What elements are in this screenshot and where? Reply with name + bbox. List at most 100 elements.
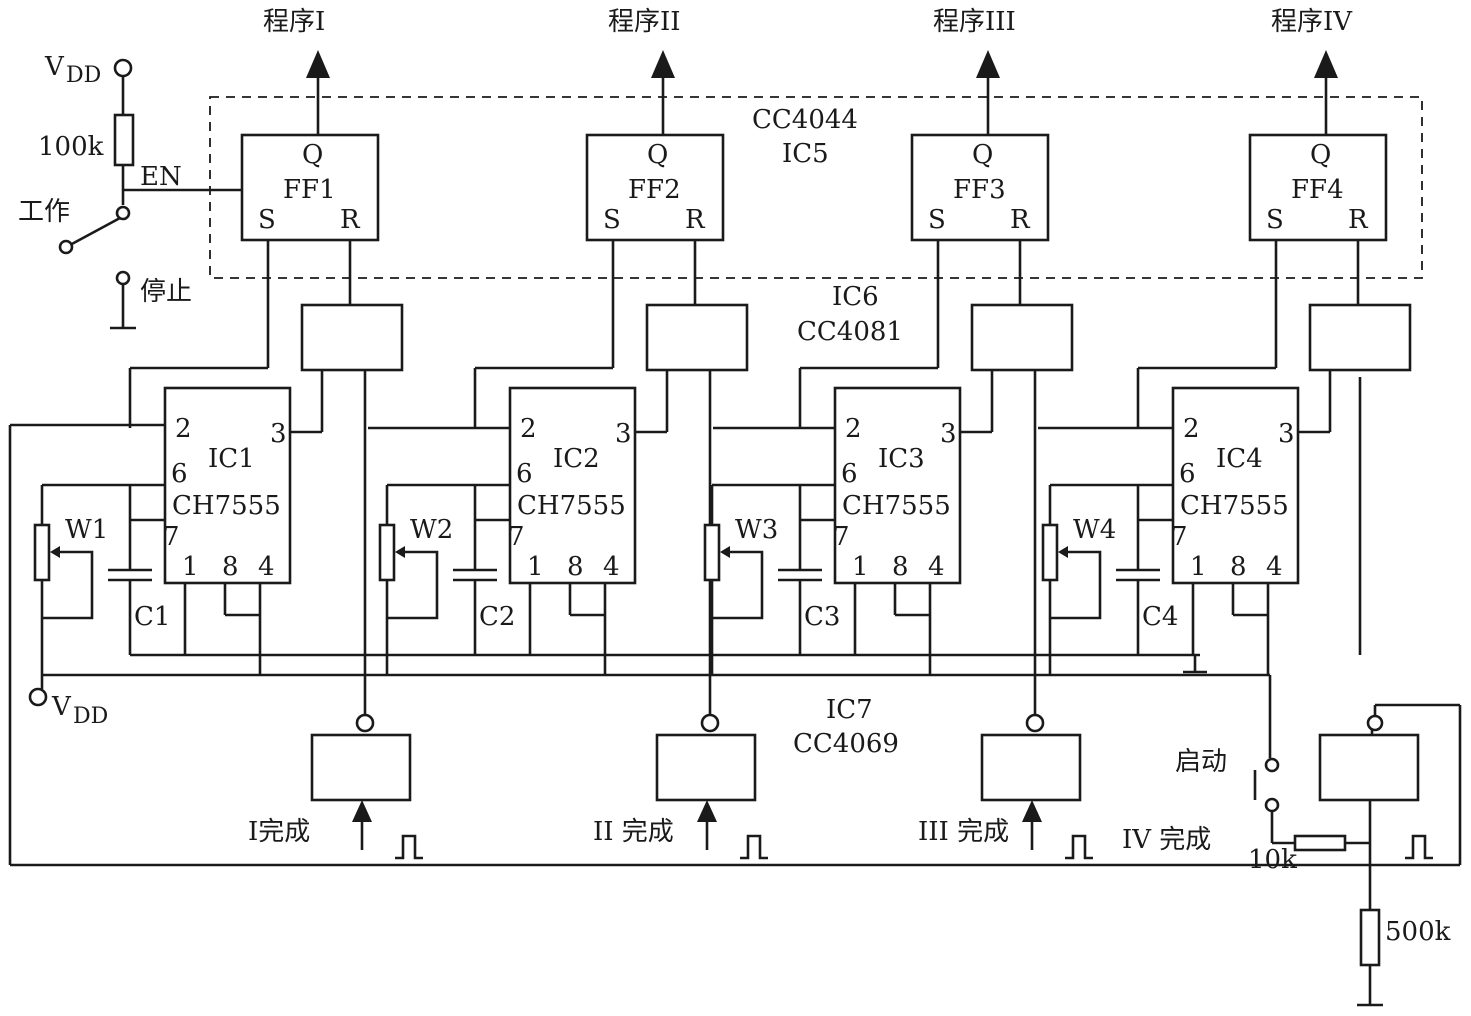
vdd-subscript: DD — [66, 63, 101, 88]
pin-q: Q — [302, 140, 323, 170]
inverter-bubble — [700, 713, 720, 733]
pin-2: 2 — [1183, 414, 1200, 444]
capacitor-label: C3 — [804, 602, 840, 632]
resistor-100k-label: 100k — [38, 132, 104, 162]
pulse-icon — [395, 834, 423, 860]
timer-part-label: CH7555 — [172, 491, 281, 521]
pin-6: 6 — [516, 459, 533, 489]
output-arrow-icon — [976, 50, 1000, 78]
ic7-part-label: CC4069 — [793, 729, 899, 759]
ic5-boundary — [209, 96, 1423, 279]
timer-1 — [163, 386, 292, 585]
vdd-terminal — [113, 58, 133, 78]
wiper-arrow-icon — [395, 546, 405, 558]
done-label: II 完成 — [593, 817, 674, 847]
program-output-label: 程序III — [933, 7, 1016, 37]
input-arrow-icon — [1022, 800, 1042, 822]
pin-s: S — [258, 205, 276, 235]
program-output-label: 程序II — [608, 7, 681, 37]
and-gate-3 — [970, 303, 1074, 372]
pin-2: 2 — [175, 414, 192, 444]
input-arrow-icon — [697, 800, 717, 822]
pin-7: 7 — [833, 522, 850, 552]
pin-q: Q — [1310, 140, 1331, 170]
input-arrow-icon — [352, 800, 372, 822]
timer-label: IC3 — [878, 444, 925, 474]
pin-s: S — [1266, 205, 1284, 235]
vdd-terminal-left — [28, 687, 48, 707]
work-label: 工作 — [18, 197, 70, 227]
pin-s: S — [928, 205, 946, 235]
pin-1: 1 — [852, 552, 869, 582]
timer-label: IC1 — [208, 444, 255, 474]
pin-8: 8 — [567, 552, 584, 582]
timer-part-label: CH7555 — [1180, 491, 1289, 521]
done-label: I完成 — [248, 817, 310, 847]
pin-2: 2 — [845, 414, 862, 444]
pin-r: R — [1348, 205, 1369, 235]
flip-flop-2 — [585, 133, 725, 242]
wiper-wire — [387, 550, 439, 620]
pin-1: 1 — [527, 552, 544, 582]
pin-r: R — [1010, 205, 1031, 235]
timer-part-label: CH7555 — [517, 491, 626, 521]
potentiometer-3 — [703, 523, 721, 582]
ic5-label: IC5 — [782, 139, 829, 169]
pulse-icon — [1405, 834, 1433, 860]
timer-4 — [1171, 386, 1300, 585]
ic7-label: IC7 — [826, 695, 873, 725]
pin-q: Q — [647, 140, 668, 170]
wiper-arrow-icon — [720, 546, 730, 558]
inverter-bubble — [1366, 714, 1384, 732]
ic5-part-label: CC4044 — [752, 105, 858, 135]
pin-1: 1 — [182, 552, 199, 582]
potentiometer-label: W3 — [735, 515, 778, 545]
done-label: III 完成 — [918, 817, 1009, 847]
timer-2 — [508, 386, 637, 585]
pin-s: S — [603, 205, 621, 235]
output-arrow-icon — [1314, 50, 1338, 78]
wiper-arrow-icon — [50, 546, 60, 558]
program-output-label: 程序IV — [1271, 7, 1353, 37]
switch-pivot — [115, 205, 131, 221]
pin-8: 8 — [892, 552, 909, 582]
pin-6: 6 — [1179, 459, 1196, 489]
button-contact — [1264, 757, 1280, 773]
wiper-wire — [42, 550, 94, 620]
wiper-wire — [712, 550, 764, 620]
potentiometer-label: W1 — [65, 515, 108, 545]
start-button-label: 启动 — [1175, 747, 1227, 777]
done-label: IV 完成 — [1122, 825, 1211, 855]
output-arrow-icon — [651, 50, 675, 78]
timer-part-label: CH7555 — [842, 491, 951, 521]
pin-3: 3 — [615, 419, 632, 449]
pin-4: 4 — [1266, 552, 1283, 582]
and-gate-1 — [300, 303, 404, 372]
inverter-3 — [980, 733, 1082, 802]
wiper-arrow-icon — [1058, 546, 1068, 558]
vdd-left-label: V — [51, 692, 72, 722]
potentiometer-4 — [1041, 523, 1059, 582]
timer-label: IC2 — [553, 444, 600, 474]
wiper-wire — [1050, 550, 1102, 620]
timer-label: IC4 — [1216, 444, 1263, 474]
potentiometer-2 — [378, 523, 396, 582]
resistor-100k — [113, 113, 135, 167]
switch-work-contact — [58, 239, 74, 255]
pin-4: 4 — [928, 552, 945, 582]
ff-label: FF3 — [953, 175, 1006, 205]
pin-4: 4 — [603, 552, 620, 582]
pin-3: 3 — [940, 419, 957, 449]
resistor-500k-label: 500k — [1385, 917, 1451, 947]
switch-stop-contact — [115, 270, 131, 286]
stop-label: 停止 — [140, 277, 192, 307]
inverter-4 — [1318, 733, 1420, 802]
pin-q: Q — [972, 140, 993, 170]
and-gate-4 — [1308, 303, 1412, 372]
resistor-10k-label: 10k — [1248, 845, 1297, 875]
timer-3 — [833, 386, 962, 585]
inverter-bubble — [1025, 713, 1045, 733]
and-gate-2 — [645, 303, 749, 372]
